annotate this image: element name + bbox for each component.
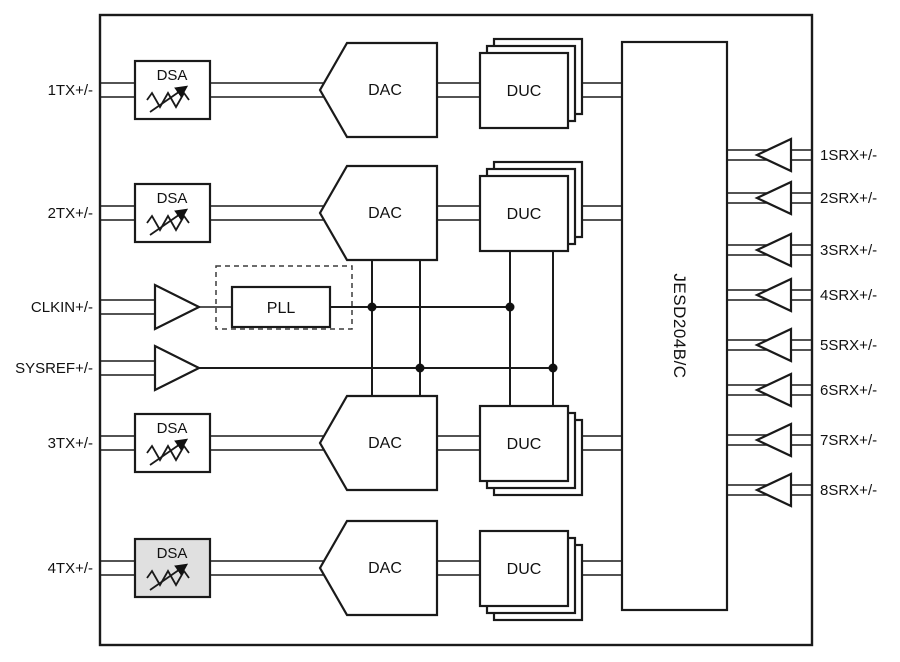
duc-label: DUC [507,83,542,100]
duc-label: DUC [507,206,542,223]
port-label-4tx: 4TX+/- [48,560,93,577]
srx-buffer-icon [754,472,793,508]
port-label-6srx: 6SRX+/- [820,382,877,399]
dsa-block-1: DSA [133,59,212,121]
junction-dot [505,302,515,312]
duc-block-1: DUC [478,37,584,130]
port-label-2tx: 2TX+/- [48,205,93,222]
junction-dot [367,302,377,312]
clkin-buffer-icon [153,283,202,331]
pll-block: PLL [215,265,353,330]
left-port-labels: 1TX+/- 2TX+/- CLKIN+/- SYSREF+/- 3TX+/- … [15,82,93,577]
srx-buffer-icon [754,277,793,313]
port-label-8srx: 8SRX+/- [820,482,877,499]
junction-dot [415,363,425,373]
dac-block-2: DAC [318,164,439,262]
dac-label: DAC [368,435,402,452]
port-label-clkin: CLKIN+/- [31,299,93,316]
chip-boundary [98,13,814,647]
jesd-label: JESD204B/C [670,273,689,378]
srx-buffer-icon [754,232,793,268]
jesd-block: JESD204B/C [620,40,729,612]
duc-block-3: DUC [478,404,584,497]
dsa-block-4: DSA [133,537,212,599]
right-port-labels: 1SRX+/- 2SRX+/- 3SRX+/- 4SRX+/- 5SRX+/- … [820,147,877,499]
attenuator-icon [146,438,190,466]
dac-block-3: DAC [318,394,439,492]
pll-label: PLL [267,300,296,317]
dac-label: DAC [368,205,402,222]
duc-label: DUC [507,436,542,453]
srx-buffer-icon [754,372,793,408]
port-label-3srx: 3SRX+/- [820,242,877,259]
junction-dot [548,363,558,373]
dsa-block-2: DSA [133,182,212,244]
srx-buffer-icon [754,422,793,458]
srx-buffer-icon [754,180,793,216]
port-label-sysref: SYSREF+/- [15,360,93,377]
dac-block-1: DAC [318,41,439,139]
dac-label: DAC [368,560,402,577]
dac-block-4: DAC [318,519,439,617]
port-label-3tx: 3TX+/- [48,435,93,452]
srx-buffers [754,137,793,508]
port-label-2srx: 2SRX+/- [820,190,877,207]
junction-dots [367,302,558,373]
dsa-label: DSA [157,67,188,84]
dac-label: DAC [368,82,402,99]
attenuator-icon [146,208,190,236]
port-label-5srx: 5SRX+/- [820,337,877,354]
sysref-wires [100,360,553,376]
port-label-4srx: 4SRX+/- [820,287,877,304]
srx-buffer-icon [754,137,793,173]
port-label-7srx: 7SRX+/- [820,432,877,449]
sysref-buffer-icon [153,344,202,392]
attenuator-icon [146,85,190,113]
srx-buffer-icon [754,327,793,363]
duc-block-2: DUC [478,160,584,253]
dsa-label: DSA [157,420,188,437]
dsa-block-3: DSA [133,412,212,474]
duc-label: DUC [507,561,542,578]
dsa-label: DSA [157,190,188,207]
attenuator-icon [146,563,190,591]
pll-dashed-boundary [215,265,353,330]
port-label-1srx: 1SRX+/- [820,147,877,164]
clock-distribution-verticals [371,251,554,406]
port-label-1tx: 1TX+/- [48,82,93,99]
dsa-label: DSA [157,545,188,562]
duc-block-4: DUC [478,529,584,622]
